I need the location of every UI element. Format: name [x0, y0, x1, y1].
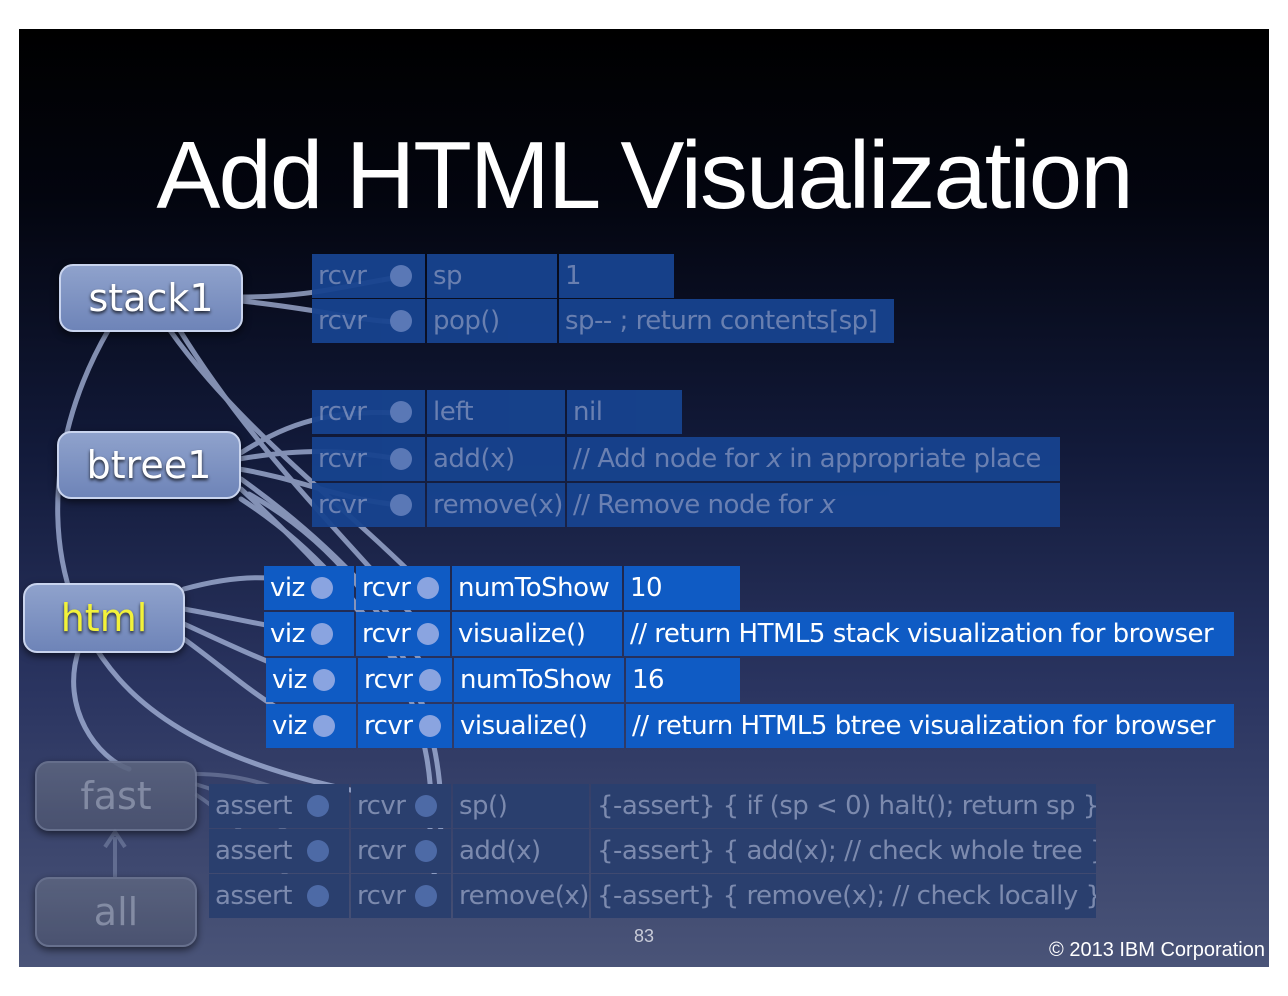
slot-dot [419, 669, 441, 691]
slot-dot [390, 401, 412, 423]
slot-dot [307, 885, 329, 907]
selector-cell: left [427, 390, 565, 434]
slot-dot [307, 840, 329, 862]
viz-cell: viz [266, 658, 356, 702]
selector-cell: remove(x) [453, 874, 589, 918]
selector-cell: sp [427, 254, 557, 298]
comment-text: // Remove node for [573, 490, 821, 520]
slide: Add HTML Visualization stack1 btree1 htm… [19, 29, 1269, 967]
selector-cell: remove(x) [427, 483, 565, 527]
rcvr-cell: rcvr [312, 299, 425, 343]
slot-dot [390, 494, 412, 516]
value-cell: 1 [559, 254, 674, 298]
value-cell: // Remove node for x [567, 483, 1060, 527]
comment-text: in appropriate place [781, 444, 1041, 474]
value-cell: 10 [624, 566, 740, 610]
context-fast-label: fast [80, 774, 152, 818]
slot-dot [311, 577, 333, 599]
slot-dot [307, 795, 329, 817]
value-cell: // return HTML5 stack visualization for … [624, 612, 1234, 656]
viz-cell: viz [264, 566, 354, 610]
value-cell: sp-- ; return contents[sp] [559, 299, 894, 343]
value-cell: 16 [626, 658, 740, 702]
context-all[interactable]: all [35, 877, 197, 947]
copyright-notice: © 2013 IBM Corporation [1049, 939, 1265, 961]
viz-cell: viz [264, 612, 354, 656]
context-html-label: html [60, 596, 148, 640]
context-fast[interactable]: fast [35, 761, 197, 831]
slot-dot [313, 669, 335, 691]
page-number: 83 [633, 926, 655, 946]
selector-cell: sp() [453, 784, 589, 828]
selector-cell: add(x) [453, 829, 589, 873]
slide-title: Add HTML Visualization [156, 122, 1133, 229]
context-html[interactable]: html [23, 583, 185, 653]
rcvr-cell: rcvr [312, 254, 425, 298]
value-cell: {-assert} { remove(x); // check locally … [591, 874, 1096, 918]
slot-dot [417, 623, 439, 645]
context-stack1-label: stack1 [88, 276, 214, 320]
context-btree1[interactable]: btree1 [57, 431, 241, 499]
selector-cell: visualize() [452, 612, 622, 656]
context-stack1[interactable]: stack1 [59, 264, 243, 332]
selector-cell: numToShow [452, 566, 622, 610]
slot-dot [390, 310, 412, 332]
selector-cell: numToShow [454, 658, 624, 702]
comment-var: x [766, 444, 782, 474]
rcvr-cell: rcvr [351, 829, 451, 873]
value-cell: nil [567, 390, 682, 434]
comment-text: // Add node for [573, 444, 767, 474]
selector-cell: pop() [427, 299, 557, 343]
slot-dot [417, 577, 439, 599]
rcvr-cell: rcvr [312, 437, 425, 481]
slot-dot [390, 265, 412, 287]
viz-cell: viz [266, 704, 356, 748]
comment-var: x [820, 490, 836, 520]
slot-dot [313, 715, 335, 737]
context-btree1-label: btree1 [86, 443, 212, 487]
slot-dot [390, 448, 412, 470]
selector-cell: visualize() [454, 704, 624, 748]
value-cell: // Add node for x in appropriate place [567, 437, 1060, 481]
assert-cell: assert [209, 829, 349, 873]
slot-dot [415, 795, 437, 817]
value-cell: {-assert} { add(x); // check whole tree … [591, 829, 1096, 873]
context-all-label: all [93, 890, 139, 934]
slot-dot [311, 623, 333, 645]
selector-cell: add(x) [427, 437, 565, 481]
value-cell: // return HTML5 btree visualization for … [626, 704, 1234, 748]
slot-dot [415, 885, 437, 907]
slot-dot [415, 840, 437, 862]
rcvr-cell: rcvr [356, 566, 450, 610]
slot-dot [419, 715, 441, 737]
value-cell: {-assert} { if (sp < 0) halt(); return s… [591, 784, 1096, 828]
